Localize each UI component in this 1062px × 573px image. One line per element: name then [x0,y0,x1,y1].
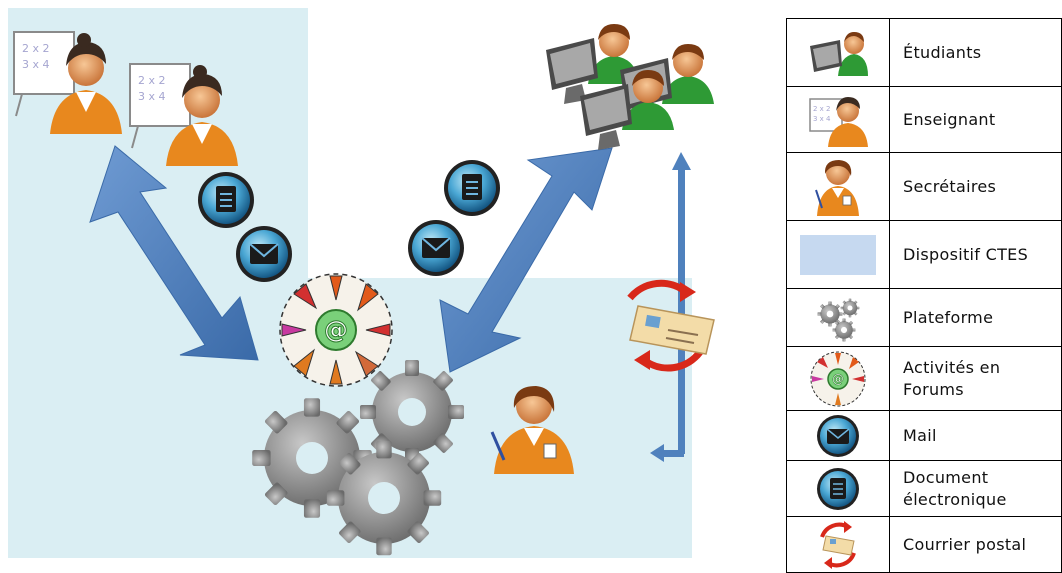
legend-row-etudiants: Étudiants [785,18,1062,87]
mail-icon [236,226,292,282]
legend-row-forums: @ Activités en Forums [785,346,1062,411]
document-icon [444,160,500,216]
secretary-icon [815,159,860,216]
legend-label: Secrétaires [889,152,1062,221]
legend-label: Document électronique [889,460,1062,517]
left-exchange-arrow [89,145,259,361]
svg-text:@: @ [832,372,844,386]
legend-row-enseignant: 2 x 2 3 x 4 Enseignant [785,86,1062,153]
secretary-icon [490,386,574,474]
legend-label: Enseignant [889,86,1062,153]
svg-text:3 x 4: 3 x 4 [138,90,166,103]
student-computer-icon [810,31,869,76]
teacher-icon: 2 x 2 3 x 4 [129,63,238,166]
teacher-icon: 2 x 2 3 x 4 [809,96,869,147]
legend-label: Dispositif CTES [889,220,1062,289]
legend-label: Étudiants [889,18,1062,87]
teacher-icon: 2 x 2 3 x 4 [13,31,122,134]
forum-activity-icon: @ [279,273,393,387]
students-icon [546,24,714,150]
mail-icon [817,414,860,457]
legend-label: Mail [889,410,1062,461]
svg-text:3 x 4: 3 x 4 [22,58,50,71]
svg-text:2 x 2: 2 x 2 [22,42,50,55]
legend-row-dispositif: Dispositif CTES [785,220,1062,289]
legend-row-document: Document électronique [785,460,1062,517]
ctes-diagram: 2 x 2 3 x 4 2 x 2 3 x 4 [8,8,715,558]
legend-row-plateforme: Plateforme [785,288,1062,347]
svg-text:@: @ [324,316,348,344]
svg-text:3 x 4: 3 x 4 [813,115,831,123]
legend-label: Plateforme [889,288,1062,347]
legend-row-secretaires: Secrétaires [785,152,1062,221]
postal-mail-icon [820,520,856,569]
forum-activity-icon: @ [810,351,866,406]
mail-icon [408,220,464,276]
document-icon [198,172,254,228]
legend-label: Activités en Forums [889,346,1062,411]
postal-mail-icon [627,279,715,372]
legend-table: Étudiants 2 x 2 3 x 4 Enseignant [785,18,1062,573]
svg-text:2 x 2: 2 x 2 [138,74,166,87]
gears-icon [817,298,860,341]
right-exchange-arrow [439,147,613,373]
gears-icon [252,360,464,556]
blue-area-swatch [800,234,877,275]
document-icon [817,467,860,510]
legend-label: Courrier postal [889,516,1062,573]
legend-row-courrier: Courrier postal [785,516,1062,573]
svg-text:2 x 2: 2 x 2 [813,105,831,113]
postal-vertical-arrow [650,152,691,462]
legend-row-mail: Mail [785,410,1062,461]
